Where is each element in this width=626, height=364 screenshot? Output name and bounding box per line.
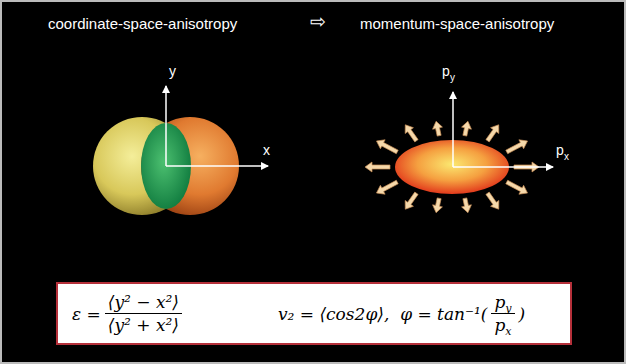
axis-label: y: [169, 64, 176, 79]
axis-label: p: [442, 64, 450, 79]
x-axis: [166, 165, 268, 167]
flow-arrow: [405, 125, 418, 142]
formula-text: ⟨y² − x²⟩: [108, 292, 179, 312]
flow-arrow: [377, 180, 399, 194]
formula-text: ): [519, 304, 526, 324]
v2-formula: v₂ = ⟨cos2φ⟩, φ = tan⁻¹(pypx): [278, 284, 525, 343]
panel-heading: momentum-space-anisotropy: [360, 16, 554, 33]
numerator: py: [491, 292, 514, 314]
formula-box: ε = ⟨y² − x²⟩ ⟨y² + x²⟩ v₂ = ⟨cos2φ⟩, φ = t…: [56, 282, 572, 345]
subscript: x: [505, 325, 511, 338]
axis-subscript: y: [450, 72, 455, 83]
subscript: y: [505, 302, 511, 315]
flow-arrow: [462, 198, 472, 213]
flow-arrow: [405, 192, 418, 209]
flow-arrow: [462, 121, 472, 136]
denominator: px: [491, 314, 514, 335]
denominator: ⟨y² + x²⟩: [105, 314, 182, 335]
flow-arrow: [433, 198, 443, 213]
numerator: ⟨y² − x²⟩: [105, 292, 182, 314]
panel-heading: coordinate-space-anisotropy: [48, 16, 237, 33]
flow-arrow: [433, 121, 443, 136]
formula-text: p: [494, 315, 505, 335]
flow-arrow: [486, 192, 499, 209]
axis-label: x: [263, 143, 270, 158]
formula-text: p: [494, 292, 505, 312]
axis-label: p: [556, 143, 564, 158]
flow-arrow: [486, 125, 499, 142]
fraction: pypx: [491, 292, 514, 335]
formula-text: ε =: [72, 304, 101, 324]
implies-arrow: ⇨: [310, 12, 326, 33]
eccentricity-formula: ε = ⟨y² − x²⟩ ⟨y² + x²⟩: [72, 284, 186, 343]
flow-arrow: [506, 180, 528, 194]
py-axis: [452, 92, 454, 167]
flow-arrow: [365, 162, 390, 172]
formula-text: ⟨y² + x²⟩: [108, 315, 179, 335]
fraction: ⟨y² − x²⟩ ⟨y² + x²⟩: [105, 292, 182, 335]
y-axis: [165, 86, 167, 166]
flow-arrow: [506, 140, 528, 154]
px-axis: [453, 166, 553, 168]
axis-subscript: x: [564, 151, 569, 162]
flow-arrow: [377, 140, 399, 154]
formula-text: v₂ = ⟨cos2φ⟩, φ = tan⁻¹(: [278, 304, 487, 324]
